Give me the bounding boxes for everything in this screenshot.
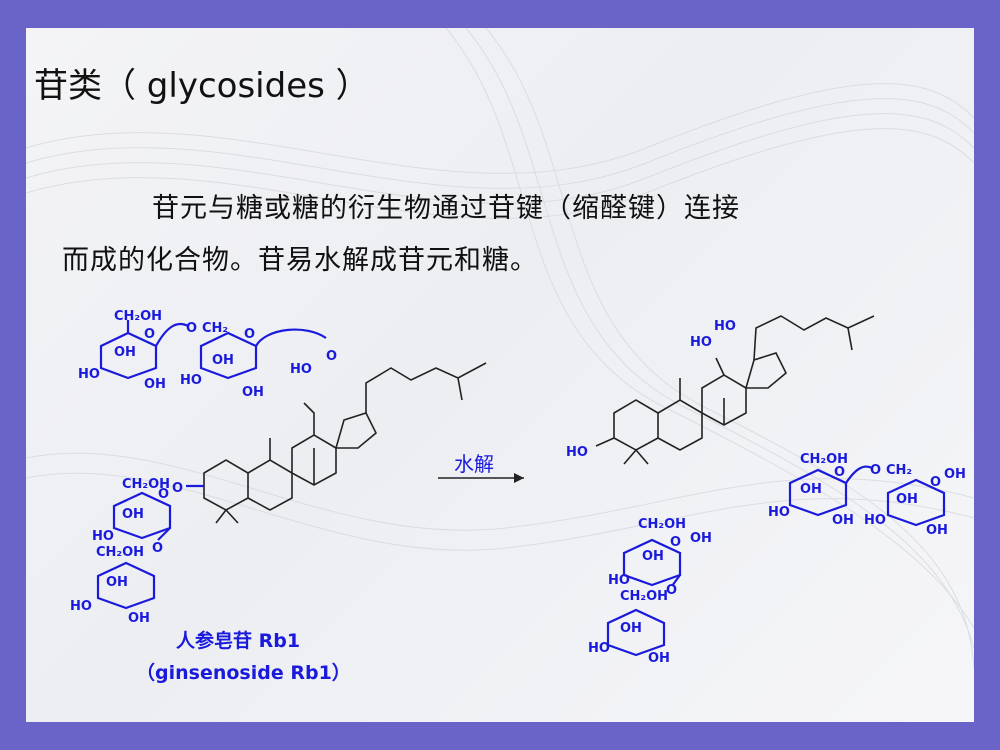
compound-name-cn: 人参皂苷 Rb1 — [176, 630, 301, 652]
sugar-ring-1: CH₂OH O OH HO OH — [78, 309, 189, 392]
oh-label: OH — [648, 651, 670, 666]
oh-label: OH — [690, 531, 712, 546]
oh-label: OH — [144, 377, 166, 392]
ho-label: HO — [690, 335, 712, 350]
hydrolysis-diagram: CH₂OH O OH HO OH O CH₂ O OH HO OH O — [70, 309, 966, 666]
link-o-label: O — [870, 463, 881, 478]
aglycone-skeleton: HO O — [172, 362, 487, 524]
ring-o-label: O — [244, 327, 255, 342]
oh-label: OH — [620, 621, 642, 636]
ho-label: HO — [92, 529, 114, 544]
oh-label: OH — [128, 611, 150, 626]
oh-label: OH — [212, 353, 234, 368]
ginsenoside-structure: CH₂OH O OH HO OH O CH₂ O OH HO OH O — [70, 309, 487, 626]
oh-label: OH — [832, 513, 854, 528]
ho-label: HO — [78, 367, 100, 382]
oh-label: OH — [896, 492, 918, 507]
ring-o-label: O — [670, 535, 681, 550]
ch2oh-label: CH₂OH — [620, 589, 668, 604]
ho-label: HO — [768, 505, 790, 520]
link-o-label: O — [186, 321, 197, 336]
oh-label: OH — [642, 549, 664, 564]
disaccharide-2: CH₂OH O OH OH HO O CH₂OH OH HO OH — [588, 517, 712, 666]
oh-label: OH — [114, 345, 136, 360]
ch2oh-label: CH₂OH — [96, 545, 144, 560]
link-o-label: O — [152, 541, 163, 556]
ch2-label: CH₂ — [202, 321, 228, 336]
ch2-label: CH₂ — [886, 463, 912, 478]
ch2oh-label: CH₂OH — [800, 452, 848, 467]
reaction-arrow — [438, 473, 524, 483]
oh-label: OH — [800, 482, 822, 497]
ho-label: HO — [70, 599, 92, 614]
ch2oh-label: CH₂OH — [638, 517, 686, 532]
oh-label: OH — [242, 385, 264, 400]
oh-label: OH — [106, 575, 128, 590]
ho-label: HO — [566, 445, 588, 460]
ho-label: HO — [588, 641, 610, 656]
link-o-label: O — [666, 583, 677, 598]
oh-label: OH — [926, 523, 948, 538]
ho-label: HO — [864, 513, 886, 528]
sugar-ring-2: O CH₂ O OH HO OH O — [180, 321, 337, 400]
hydrolysis-label: 水解 — [454, 452, 494, 476]
ring-o-label: O — [834, 465, 845, 480]
definition-line-2: 而成的化合物。苷易水解成苷元和糖。 — [62, 245, 538, 276]
link-o-label: O — [172, 481, 183, 496]
slide-title: 苷类（ glycosides ） — [34, 66, 370, 106]
definition-line-1: 苷元与糖或糖的衍生物通过苷键（缩醛键）连接 — [152, 193, 740, 224]
sugar-ring-3: CH₂OH O OH HO O — [92, 477, 172, 556]
ch2oh-label: CH₂OH — [114, 309, 162, 324]
ho-label: HO — [180, 373, 202, 388]
aglycone-structure: HO HO HO — [566, 315, 875, 465]
ring-o-label: O — [144, 327, 155, 342]
sugar-ring-4: CH₂OH OH HO OH — [70, 545, 156, 626]
link-o-label: O — [326, 349, 337, 364]
ho-label: HO — [608, 573, 630, 588]
ring-o-label: O — [158, 487, 169, 502]
ho-label: HO — [714, 319, 736, 334]
slide: 苷类（ glycosides ） 苷元与糖或糖的衍生物通过苷键（缩醛键）连接 而… — [26, 28, 974, 722]
compound-name-en: （ginsenoside Rb1） — [136, 662, 351, 684]
oh-label: OH — [122, 507, 144, 522]
disaccharide-1: CH₂OH O OH HO OH O CH₂ O OH OH HO OH — [768, 452, 966, 538]
ho-label: HO — [290, 362, 312, 377]
ch2oh-label: CH₂OH — [122, 477, 170, 492]
ring-o-label: O — [930, 475, 941, 490]
oh-label: OH — [944, 467, 966, 482]
